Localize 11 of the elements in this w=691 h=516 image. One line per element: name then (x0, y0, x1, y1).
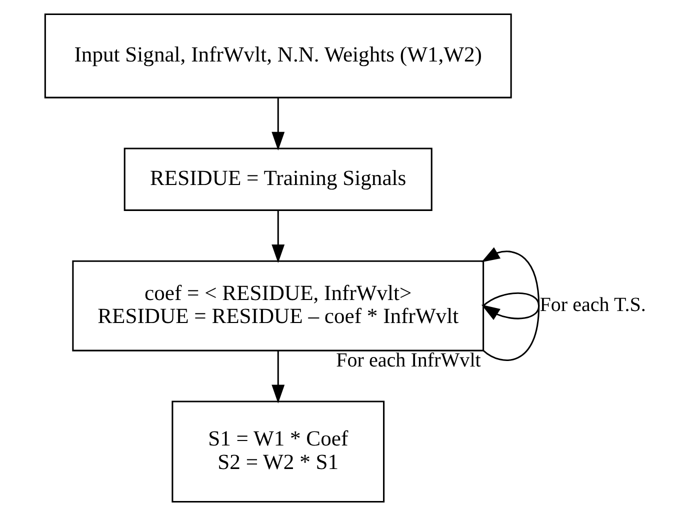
node-box: coef = < RESIDUE, InfrWvlt> RESIDUE = RESIDUE – coef * InfrWvlt (72, 260, 484, 352)
node-box: RESIDUE = Training Signals (123, 148, 432, 211)
edge-label: For each T.S. (539, 294, 646, 316)
node-box: Input Signal, InfrWvlt, N.N. Weights (W1,W2) (44, 13, 512, 98)
arrow (271, 350, 284, 404)
arrow (480, 292, 540, 320)
edge-label: For each InfrWvlt (336, 350, 480, 372)
arrow (271, 98, 284, 150)
arrow (271, 210, 284, 264)
arrow (480, 247, 540, 361)
node-box: S1 = W1 * Coef S2 = W2 * S1 (171, 400, 384, 503)
